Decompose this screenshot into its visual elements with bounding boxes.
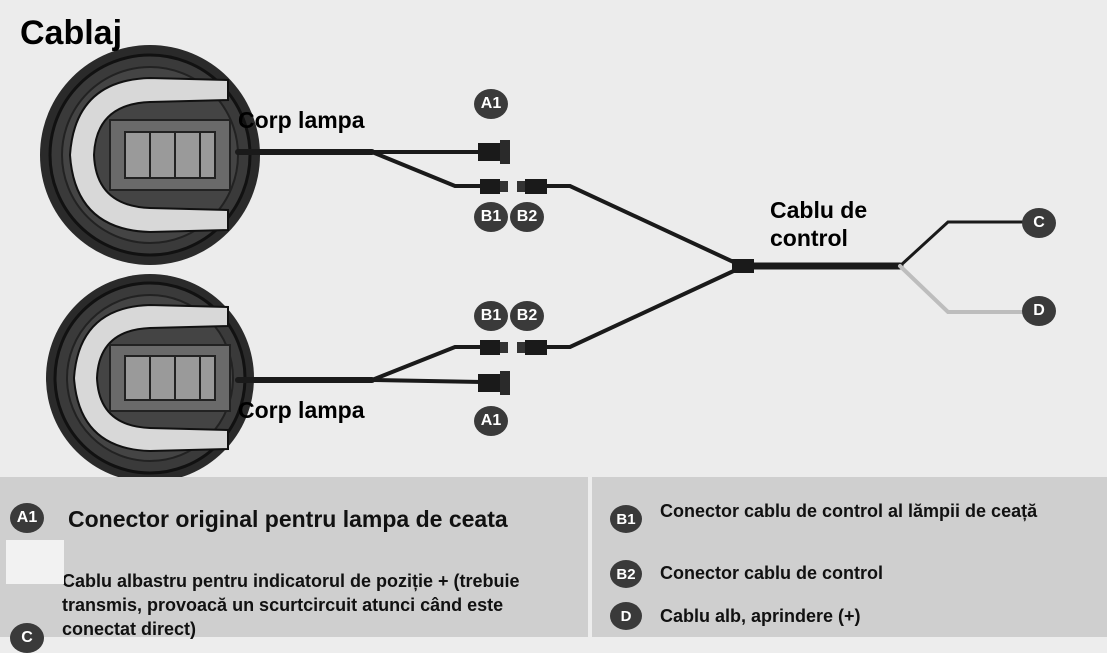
wiring-diagram: Cablaj Corp lampa Corp lampa Cablu de co… [20, 14, 1056, 477]
connector-b1-bottom [480, 340, 508, 355]
lamp-body-bottom [46, 274, 254, 477]
legend-text-b1: Conector cablu de control al lămpii de c… [660, 501, 1038, 521]
legend-badge-b2: B2 [610, 560, 642, 588]
wiring-graphic [40, 45, 1024, 477]
legend-text-d: Cablu alb, aprindere (+) [660, 606, 861, 626]
legend-badge-a1: A1 [10, 503, 44, 533]
badge-b1-top: B1 [474, 202, 508, 232]
legend-right-panel: B1 Conector cablu de control al lămpii d… [592, 477, 1107, 637]
cable-bottom [235, 266, 742, 384]
connector-a1-bottom [478, 371, 510, 395]
legend-badge-b1: B1 [610, 505, 642, 533]
badge-d: D [1022, 296, 1056, 326]
legend-left-panel: A1 Conector original pentru lampa de cea… [0, 477, 588, 653]
legend-text-b2: Conector cablu de control [660, 563, 884, 583]
legend-text-c: Cablu albastru pentru indicatorul de poz… [62, 571, 520, 639]
legend-text-a1: Conector original pentru lampa de ceata [68, 506, 508, 532]
badge-a1-top: A1 [474, 89, 508, 119]
badge-b2-bottom: B2 [510, 301, 544, 331]
badge-b1-bottom: B1 [474, 301, 508, 331]
lamp-body-top [40, 45, 260, 265]
connector-b2-top [517, 179, 547, 194]
connector-a1-top [478, 140, 510, 164]
connector-b1-top [480, 179, 508, 194]
badge-a1-bottom: A1 [474, 406, 508, 436]
badge-b2-top: B2 [510, 202, 544, 232]
legend-badge-d: D [610, 602, 642, 630]
page-title: Cablaj [20, 14, 123, 52]
control-cable-label: Cablu de control [770, 197, 868, 251]
connector-b2-bottom [517, 340, 547, 355]
blank-patch [6, 540, 64, 584]
lamp-label-bottom: Corp lampa [238, 397, 365, 423]
legend-badge-c: C [10, 623, 44, 653]
control-cable [732, 220, 1024, 314]
lamp-label-top: Corp lampa [238, 107, 365, 133]
badge-c: C [1022, 208, 1056, 238]
cable-top [235, 149, 742, 267]
